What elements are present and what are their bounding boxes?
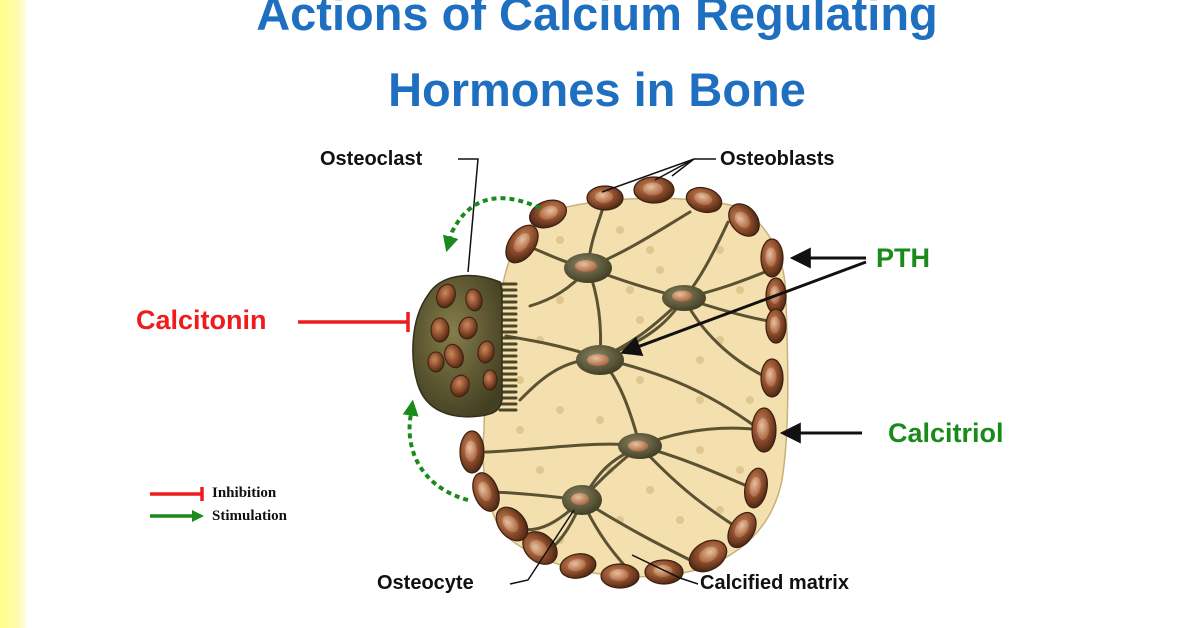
osteoblast-13	[727, 511, 757, 549]
osteoclast-label: Osteoclast	[320, 148, 423, 170]
osteoblast-20	[472, 472, 500, 512]
osteoclast-nuclei	[427, 283, 498, 398]
osteoblast-16	[600, 563, 640, 589]
osteoclast-nucleus-1	[436, 283, 456, 309]
osteoclast-nucleus-8	[450, 374, 470, 398]
osteoblast-5	[685, 186, 723, 214]
osteoblast-11	[751, 407, 777, 453]
osteoblast-21	[459, 430, 485, 474]
osteoclast-nucleus-4	[458, 316, 478, 340]
legend-stimulation-symbol	[150, 510, 204, 522]
osteoblast-7	[760, 238, 784, 278]
label-leader-lines	[458, 158, 716, 585]
osteocyte-cell-2	[662, 285, 706, 311]
osteoblast-10	[760, 358, 784, 398]
calcitonin-inhibition-line	[298, 312, 410, 332]
osteoblast-6	[728, 203, 760, 237]
slide-title-line-1: Actions of Calcium Regulating	[256, 0, 938, 40]
osteoclast-cell	[412, 274, 518, 418]
osteoclast-nucleus-6	[477, 340, 495, 364]
osteocyte-cell-3	[576, 345, 624, 375]
osteoblast-3	[586, 185, 624, 211]
osteoblast-9	[765, 308, 787, 344]
stimulation-arrow-top	[442, 196, 541, 253]
legend-inhibition-label: Inhibition	[212, 485, 277, 501]
osteoblast-18	[522, 531, 558, 565]
osteoblast-1	[505, 224, 539, 264]
osteoclast-nucleus-5	[444, 343, 464, 369]
calcified-matrix-label: Calcified matrix	[700, 572, 849, 594]
slide-title-line-2: Hormones in Bone	[388, 63, 806, 116]
calcitonin-label: Calcitonin	[136, 305, 267, 335]
osteoclast-nucleus-9	[482, 369, 498, 391]
osteocyte-cell-4	[618, 433, 662, 459]
stimulation-arrow-bottom	[402, 399, 469, 502]
pth-arrows	[620, 247, 867, 356]
osteoblast-19	[495, 506, 529, 542]
osteoclast-nucleus-3	[430, 317, 450, 343]
osteoblast-14	[688, 539, 728, 573]
osteoblast-4	[633, 176, 675, 204]
legend-inhibition-symbol	[150, 487, 204, 501]
osteocyte-cell-1	[564, 253, 612, 283]
slide-side-stripe	[0, 0, 26, 628]
osteocyte-label: Osteocyte	[377, 572, 474, 594]
osteocyte-cell-5	[562, 485, 602, 515]
osteoclast-nucleus-2	[465, 288, 483, 312]
legend-stimulation-label: Stimulation	[212, 508, 288, 524]
osteoblasts-label: Osteoblasts	[720, 148, 835, 170]
pth-label: PTH	[876, 243, 930, 273]
osteoblast-12	[744, 467, 768, 509]
osteoblast-cells	[459, 176, 787, 589]
osteoclast-nucleus-7	[427, 351, 445, 373]
calcitriol-label: Calcitriol	[888, 418, 1004, 448]
